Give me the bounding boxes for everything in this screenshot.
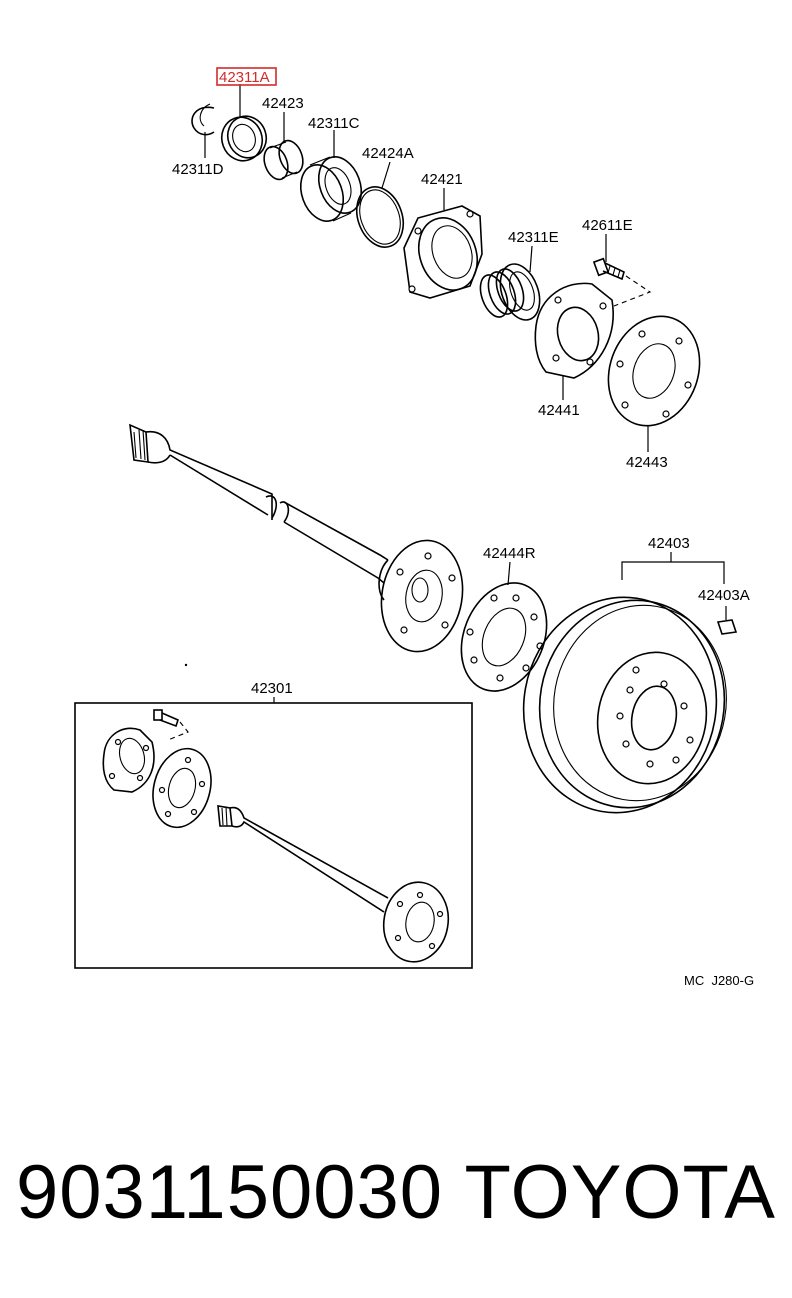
retainer-42423 bbox=[263, 139, 304, 181]
label-42424A[interactable]: 42424A bbox=[362, 145, 414, 162]
seal-42311E bbox=[479, 263, 541, 321]
axle-assembly-42301 bbox=[74, 702, 473, 969]
gasket-42444R bbox=[460, 582, 548, 692]
label-42443[interactable]: 42443 bbox=[626, 454, 668, 471]
bearing-42311C bbox=[299, 156, 363, 222]
parts-diagram: 42311A 42423 42311C 42311D 42424A 42421 … bbox=[74, 67, 754, 988]
label-42441[interactable]: 42441 bbox=[538, 402, 580, 419]
label-42311C[interactable]: 42311C bbox=[308, 115, 360, 132]
hub-bolt-42611E bbox=[592, 257, 625, 281]
label-42311D[interactable]: 42311D bbox=[172, 161, 224, 178]
label-42423[interactable]: 42423 bbox=[262, 95, 304, 112]
label-42444R[interactable]: 42444R bbox=[483, 545, 536, 562]
footer: 9031150030 TOYOTA bbox=[0, 1148, 792, 1258]
brake-drum-42403 bbox=[522, 596, 727, 814]
plate-42441 bbox=[534, 282, 614, 379]
label-42421[interactable]: 42421 bbox=[421, 171, 463, 188]
label-42403A[interactable]: 42403A bbox=[698, 587, 750, 604]
highlight-box bbox=[216, 67, 277, 86]
axle-shaft bbox=[129, 423, 464, 653]
plug-42403A bbox=[716, 619, 738, 635]
diagram-code: MC J280-G bbox=[684, 973, 754, 988]
label-42311A[interactable]: 42311A bbox=[219, 69, 270, 86]
leader-lines bbox=[204, 84, 727, 703]
gasket-42443 bbox=[607, 315, 701, 427]
label-42311E[interactable]: 42311E bbox=[508, 229, 559, 246]
label-42403[interactable]: 42403 bbox=[648, 535, 690, 552]
label-42611E[interactable]: 42611E bbox=[582, 217, 633, 234]
o-ring-42424A bbox=[355, 186, 405, 248]
bearing-retainer-42421 bbox=[403, 205, 483, 299]
snap-ring-42311D bbox=[191, 103, 215, 136]
part-number: 9031150030 bbox=[16, 1150, 444, 1235]
label-42301[interactable]: 42301 bbox=[251, 680, 293, 697]
brand-name: TOYOTA bbox=[464, 1150, 776, 1235]
